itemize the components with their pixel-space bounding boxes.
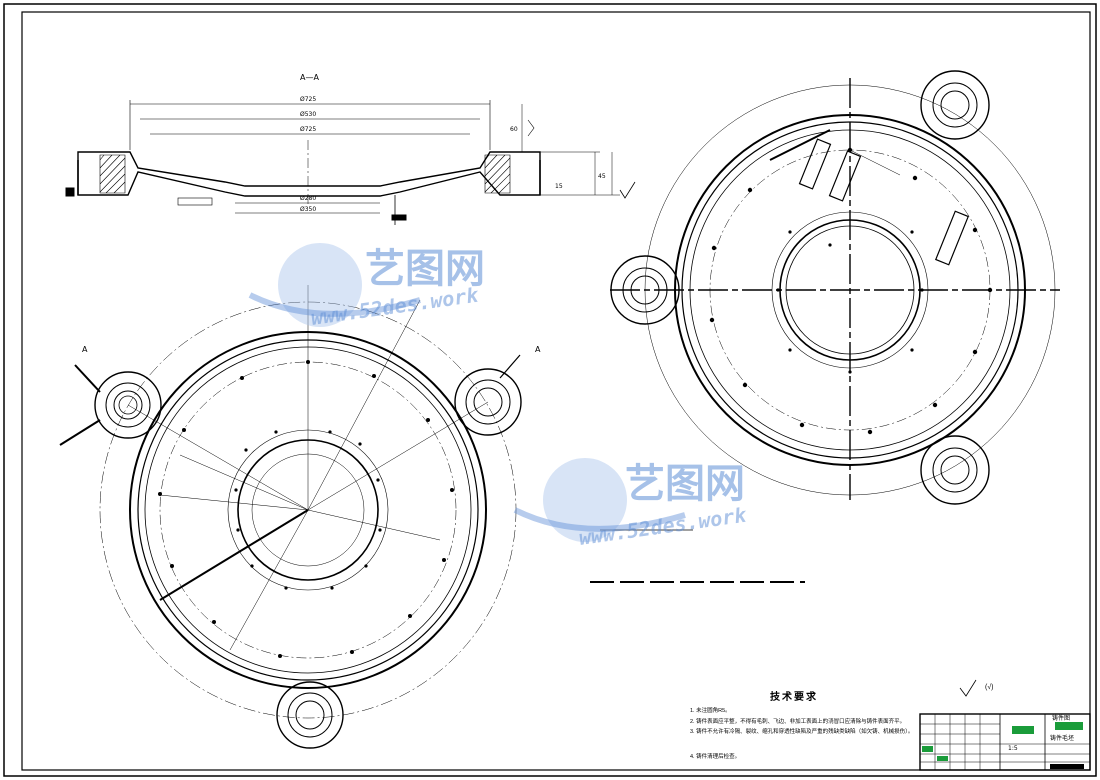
lug-top-right [920,70,990,140]
roughness-note: (√) [985,684,994,691]
inner-border [21,11,1091,771]
watermark-2: 艺图网 www.52des.work [513,458,749,550]
dim-top-inner: Ø725 [300,126,316,133]
title-drawing-name: 铸件图 [1052,714,1070,722]
section-outline [77,151,541,197]
view-arrow-left: A [82,345,88,354]
tech-note-4: 4. 铸件清理后检查。 [690,754,741,760]
dim-bottom-2: Ø350 [300,206,316,213]
tech-note-2: 2. 铸件表面应平整，不得有毛刺、飞边、非加工表面上的浇冒口应清除与铸件表面齐平… [690,719,906,725]
dim-top-overall: Ø725 [300,96,316,103]
roughness-symbol-general [959,679,977,697]
lug-bottom [276,681,344,749]
right-flange-hatch [484,154,511,194]
lug-bottom-right [920,435,990,505]
slots [798,138,970,266]
tech-note-3: 3. 铸件不允许有冷隔、裂纹、缩孔和穿透性缺陷及严重的残缺类缺陷（如欠铸、机械损… [690,729,914,735]
left-flange-hatch [99,154,126,194]
dim-right-h1: 45 [598,173,606,180]
view-arrow-right: A [535,345,541,354]
lug-right [454,368,522,436]
section-label: A—A [300,73,319,82]
lug-left-right [610,255,680,325]
watermark-1: 艺图网 www.52des.work [248,243,485,330]
tech-requirements-title: 技术要求 [770,692,818,703]
bolt-holes-right [709,147,993,435]
svg-text:艺图网: 艺图网 [365,246,485,292]
title-material: 铸件毛坯 [1050,734,1074,742]
section-view: A—A Ø725 Ø530 Ø725 Ø280 Ø350 45 15 [65,73,636,225]
dim-bottom-1: Ø280 [300,195,316,202]
roughness-symbol-section [619,181,636,199]
dim-left-v: 60 [510,126,518,133]
dim-right-h2: 15 [555,183,563,190]
plan-view-right [590,70,1060,583]
outer-border [3,3,1097,777]
title-scale: 1:5 [1008,745,1018,752]
title-block: 铸件图 铸件毛坯 1:5 [919,713,1091,771]
svg-text:艺图网: 艺图网 [625,461,745,507]
plan-view-left: A A [59,285,541,749]
lug-left [94,371,162,439]
tech-note-1: 1. 未注圆角R5。 [690,708,731,714]
dim-top-mid: Ø530 [300,111,316,118]
bolt-holes-left [158,360,454,658]
